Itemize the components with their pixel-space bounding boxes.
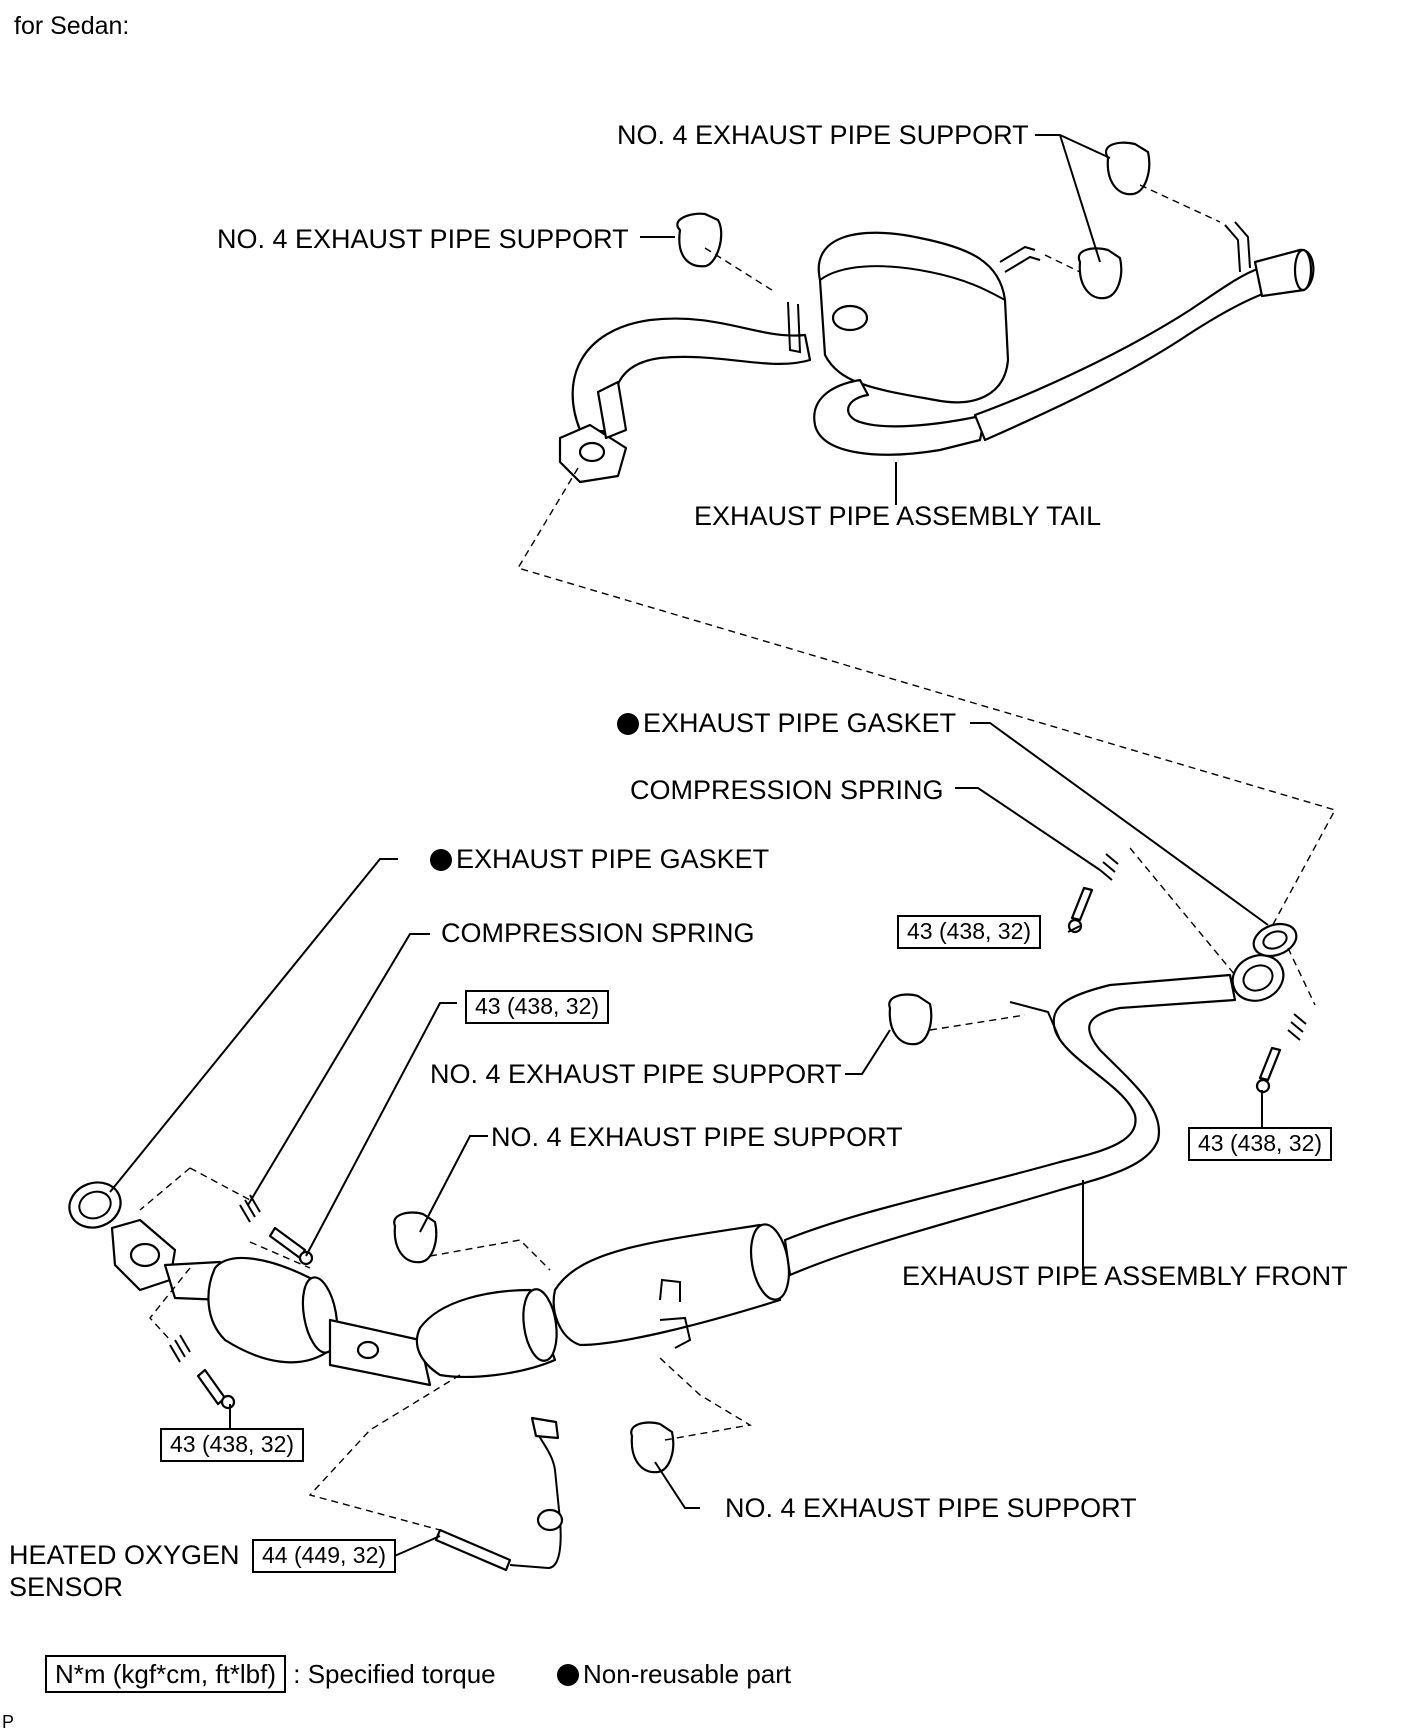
label-no4-support-top-left: NO. 4 EXHAUST PIPE SUPPORT: [217, 224, 629, 254]
torque-box-rear-left: 43 (438, 32): [897, 915, 1042, 949]
legend-non-reusable: Non-reusable part: [557, 1661, 791, 1687]
label-heated-oxygen-sensor: HEATED OXYGEN: [9, 1540, 240, 1570]
exhaust-pipe-tail-drawing: [558, 141, 1315, 484]
label-compression-spring-rear: COMPRESSION SPRING: [630, 775, 944, 805]
exhaust-pipe-front-drawing: [68, 847, 1316, 1572]
corner-code: P: [2, 1712, 15, 1732]
legend-torque-desc: : Specified torque: [293, 1659, 496, 1689]
label-no4-support-top-right: NO. 4 EXHAUST PIPE SUPPORT: [617, 120, 1029, 150]
torque-box-front-lower: 43 (438, 32): [160, 1428, 305, 1462]
label-no4-support-bottom: NO. 4 EXHAUST PIPE SUPPORT: [725, 1493, 1137, 1523]
torque-box-rear-right: 43 (438, 32): [1188, 1127, 1333, 1161]
leader-lines: [109, 134, 1269, 1559]
legend-torque-box: N*m (kgf*cm, ft*lbf): [45, 1655, 287, 1693]
label-no4-support-lower: NO. 4 EXHAUST PIPE SUPPORT: [491, 1122, 903, 1152]
label-exhaust-pipe-gasket-rear: EXHAUST PIPE GASKET: [617, 710, 956, 737]
page-subtitle: for Sedan:: [14, 12, 130, 40]
label-exhaust-pipe-front: EXHAUST PIPE ASSEMBLY FRONT: [902, 1261, 1348, 1291]
torque-box-oxygen-sensor: 44 (449, 32): [252, 1539, 397, 1573]
non-reusable-dot-icon: [430, 849, 452, 871]
non-reusable-dot-icon: [557, 1664, 579, 1686]
non-reusable-dot-icon: [617, 713, 639, 735]
label-heated-oxygen-sensor-line2: SENSOR: [9, 1572, 124, 1602]
label-compression-spring-front: COMPRESSION SPRING: [441, 918, 755, 948]
label-exhaust-pipe-gasket-front: EXHAUST PIPE GASKET: [430, 846, 769, 873]
label-no4-support-mid: NO. 4 EXHAUST PIPE SUPPORT: [430, 1059, 842, 1089]
legend: N*m (kgf*cm, ft*lbf) : Specified torque: [45, 1655, 496, 1693]
label-exhaust-pipe-tail: EXHAUST PIPE ASSEMBLY TAIL: [694, 501, 1102, 531]
torque-box-front-upper: 43 (438, 32): [465, 990, 610, 1024]
